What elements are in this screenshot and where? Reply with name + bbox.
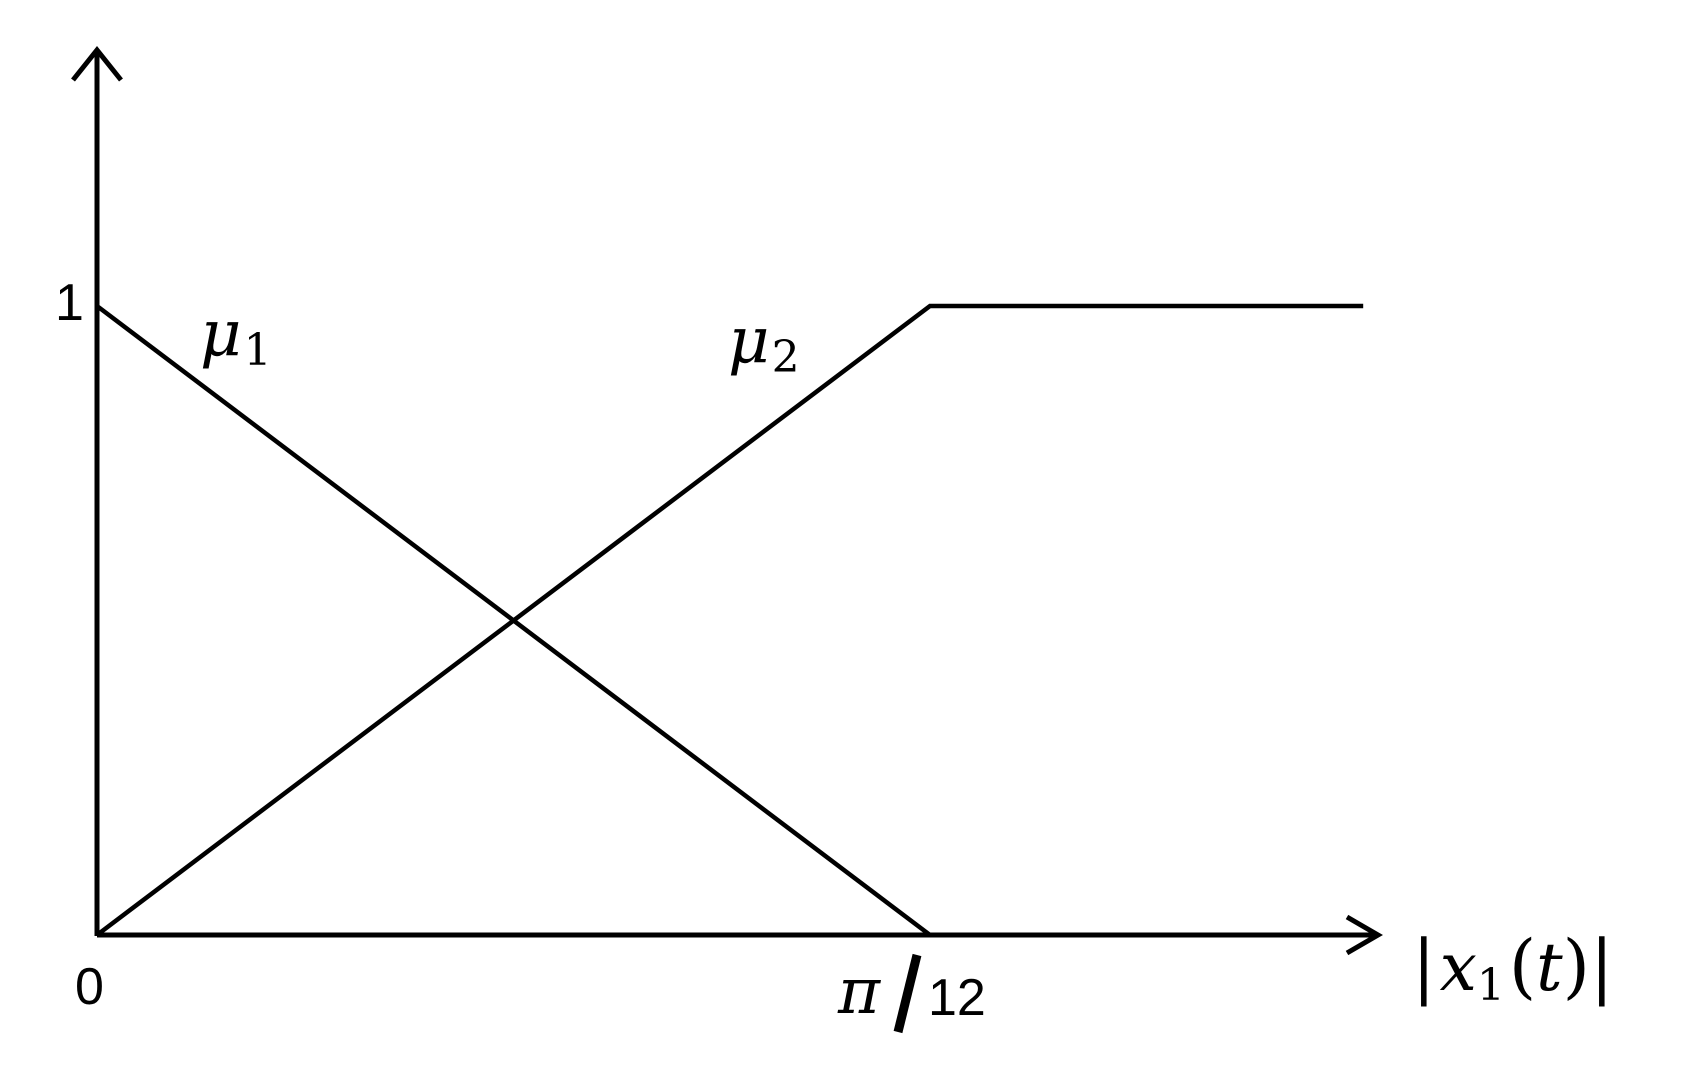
origin-tick-label: 0 [75,958,104,1016]
x-tick-label-denominator: 12 [928,969,986,1027]
x-axis-label-bar-right: | [1590,925,1614,1007]
x-axis-label-var: x [1440,929,1477,1006]
x-axis-label-sub: 1 [1477,960,1505,1011]
x-axis-label-arg: t [1536,929,1563,1006]
x-tick-label-fraction-slash [893,953,922,1034]
x-axis-label: |x1(t)| [1412,925,1614,1011]
series-line-mu2 [95,303,1364,937]
x-axis-arrowhead [1345,914,1383,956]
y-axis-arrowhead [71,45,123,82]
x-tick-label-pi: π [837,955,881,1029]
series-label-mu1-subscript: 1 [244,325,272,376]
x-axis-label-close-paren: ) [1563,925,1590,1007]
y-tick-label-1: 1 [55,274,84,332]
series-label-mu1-symbol: μ [200,297,242,371]
x-axis-label-bar-left: | [1412,925,1436,1007]
series-label-mu2: μ2 [728,304,800,383]
series-label-mu2-symbol: μ [728,304,770,378]
series-label-mu2-subscript: 2 [772,332,800,383]
series-label-mu1: μ1 [200,297,272,376]
x-axis-label-open-paren: ( [1509,925,1536,1007]
